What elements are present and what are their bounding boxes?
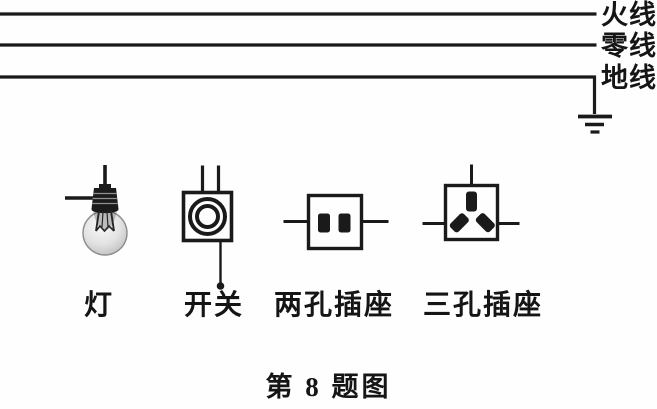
two-hole-socket-label: 两孔插座 [274, 290, 395, 321]
neutral-wire-label: 零线 [601, 31, 657, 61]
figure-caption: 第 8 题图 [265, 372, 392, 402]
lamp-label: 灯 [84, 290, 115, 321]
live-wire-label: 火线 [601, 0, 657, 30]
two-hole-socket-icon [283, 193, 389, 251]
three-hole-socket-icon [422, 164, 520, 242]
switch-label: 开关 [184, 290, 245, 321]
switch-icon [181, 165, 234, 290]
lamp-icon [65, 165, 128, 256]
earth-wire-label: 地线 [601, 63, 657, 93]
ground-icon [578, 114, 612, 134]
three-hole-socket-label: 三孔插座 [423, 290, 544, 321]
earth-wire-line [0, 75, 597, 114]
